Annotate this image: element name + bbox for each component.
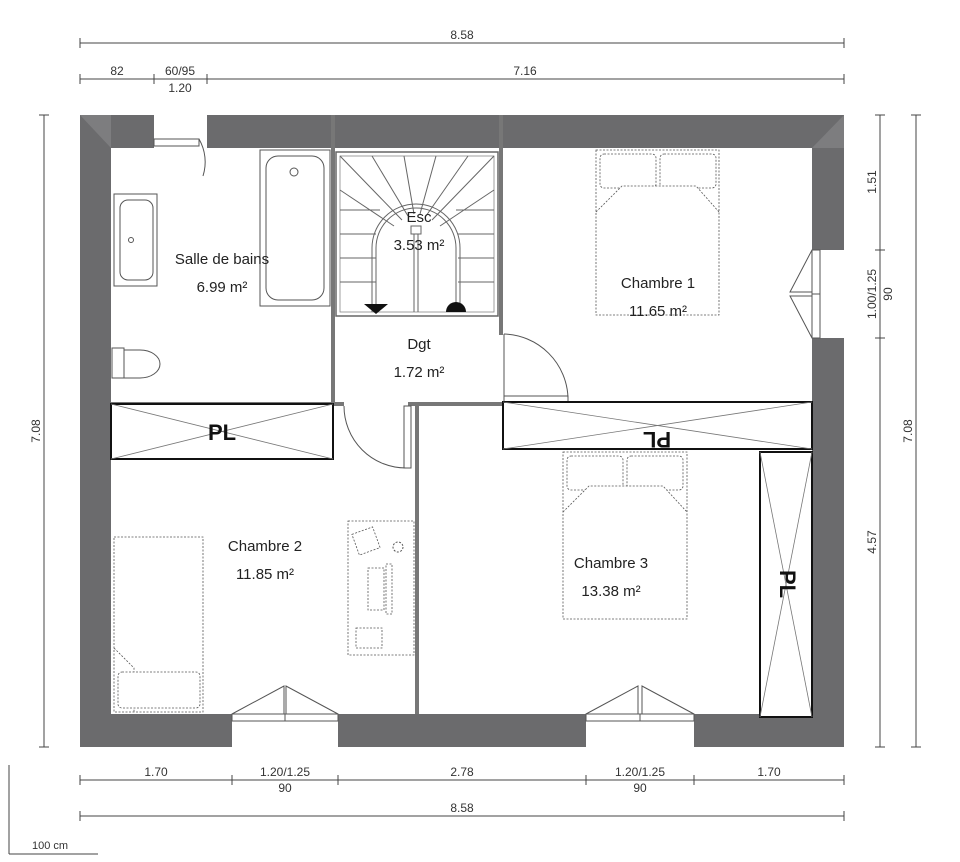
dim-right-window-sub: 90: [881, 287, 895, 301]
closet-label: PL: [208, 420, 236, 445]
closet-label: PL: [643, 427, 671, 452]
dim-bottom-sub-1: 90: [278, 781, 292, 795]
toilet: [111, 347, 161, 379]
room-area-chambre1: 11.65 m²: [629, 303, 687, 320]
dim-top-right: 7.16: [513, 64, 537, 78]
dimension-top: 8.58 82 60/95 1.20 7.16: [79, 28, 845, 95]
dim-top-door: 60/95: [165, 64, 195, 78]
room-area-dgt: 1.72 m²: [394, 364, 445, 381]
room-name-chambre2: Chambre 2: [228, 538, 302, 555]
dim-bottom-seg-2: 1.20/1.25: [260, 765, 310, 779]
room-area-chambre2: 11.85 m²: [236, 566, 294, 583]
dim-bottom-sub-2: 90: [633, 781, 647, 795]
room-name-salle-de-bains: Salle de bains: [175, 251, 269, 268]
doors: [153, 138, 569, 469]
washbasin: [113, 193, 158, 287]
room-area-salle-de-bains: 6.99 m²: [197, 279, 248, 296]
scale-bar: 100 cm: [8, 765, 98, 855]
dim-right-total: 7.08: [901, 419, 915, 443]
closet-chambre1: PL: [502, 401, 813, 452]
room-name-esc: Esc: [406, 209, 432, 226]
windows: [231, 249, 821, 722]
dim-right-window: 1.00/1.25: [865, 269, 879, 319]
dimension-left: 7.08: [29, 114, 49, 748]
room-name-chambre1: Chambre 1: [621, 275, 695, 292]
bed-chambre3: [562, 451, 688, 620]
dim-bottom-seg-4: 1.20/1.25: [615, 765, 665, 779]
bathtub: [259, 149, 331, 307]
closet-chambre2: PL: [110, 403, 334, 460]
dim-bottom-total: 8.58: [450, 801, 474, 815]
dim-right-top: 1.51: [865, 170, 879, 194]
room-labels: Salle de bains 6.99 m² Esc 3.53 m² Chamb…: [175, 209, 695, 600]
bed-chambre2: [113, 536, 204, 713]
desk-chambre2: [347, 520, 415, 656]
dimension-right: 1.51 1.00/1.25 90 4.57 7.08: [865, 114, 921, 748]
dim-top-total: 8.58: [450, 28, 474, 42]
scale-label: 100 cm: [32, 840, 68, 852]
dim-top-left: 82: [110, 64, 124, 78]
dimension-bottom: 1.70 1.20/1.25 90 2.78 1.20/1.25 90 1.70…: [79, 765, 845, 821]
dim-bottom-seg-3: 2.78: [450, 765, 474, 779]
bed-chambre1: [595, 149, 720, 316]
exterior-walls: [80, 115, 844, 747]
closet-chambre3: PL: [759, 451, 813, 718]
staircase: [335, 151, 499, 317]
dim-bottom-seg-1: 1.70: [144, 765, 168, 779]
room-name-chambre3: Chambre 3: [574, 555, 648, 572]
room-area-chambre3: 13.38 m²: [581, 583, 640, 600]
dim-bottom-seg-5: 1.70: [757, 765, 781, 779]
dim-left-total: 7.08: [29, 419, 43, 443]
closet-label: PL: [775, 570, 800, 598]
room-name-dgt: Dgt: [407, 336, 431, 353]
room-area-esc: 3.53 m²: [394, 237, 445, 254]
dim-right-bottom: 4.57: [865, 530, 879, 554]
dim-top-door-sub: 1.20: [168, 81, 192, 95]
